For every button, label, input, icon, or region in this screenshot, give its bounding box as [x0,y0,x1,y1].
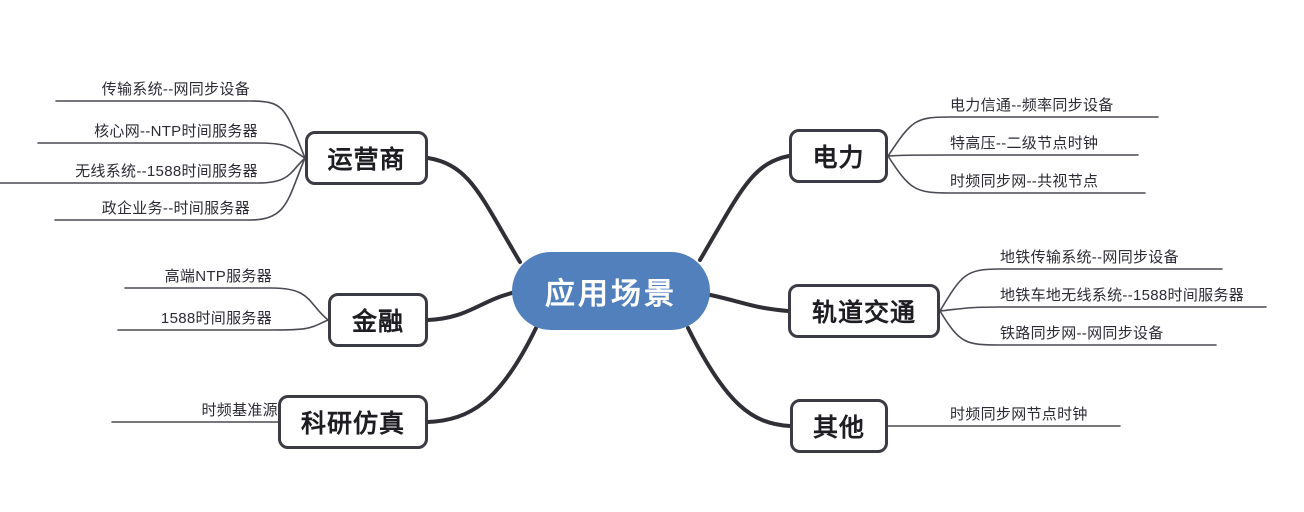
leaf-connector-power-2 [887,155,1146,194]
connector-group-leaves [0,100,1267,427]
leaf-connector-rail-1 [939,306,1267,312]
leaf-connector-power-1 [887,154,1139,157]
trunk-center-to-rail [704,292,790,313]
leaf-label-finance-0[interactable]: 高端NTP服务器 [164,268,272,285]
leaf-label-rail-1[interactable]: 地铁车地无线系统--1588时间服务器 [1000,287,1245,304]
leaf-connector-operator-1 [37,142,306,159]
branch-node-rail[interactable]: 轨道交通 [788,284,940,338]
trunk-center-to-power [698,154,791,262]
trunk-center-to-research [426,326,538,424]
leaf-connector-power-0 [887,116,1159,157]
connector-group-trunks [426,154,792,428]
branch-node-research-label: 科研仿真 [300,410,405,438]
leaf-label-operator-3[interactable]: 政企业务--时间服务器 [101,200,250,217]
center-node-label: 应用场景 [545,278,677,311]
branch-node-other-label: 其他 [812,414,865,442]
trunk-center-to-other [686,326,792,428]
leaf-connector-operator-0 [55,100,306,159]
leaf-connector-operator-2 [0,157,306,184]
leaf-connector-operator-3 [54,157,306,221]
branch-node-finance-label: 金融 [351,308,404,336]
branch-node-research[interactable]: 科研仿真 [278,395,428,449]
branch-node-rail-label: 轨道交通 [811,299,916,327]
branch-node-power-label: 电力 [812,144,865,172]
leaf-connector-finance-1 [117,319,329,331]
leaf-label-power-2[interactable]: 时频同步网--共视节点 [950,173,1099,190]
leaf-label-power-0[interactable]: 电力信通--频率同步设备 [950,97,1114,114]
branch-node-finance[interactable]: 金融 [328,293,428,347]
branch-node-power[interactable]: 电力 [789,129,888,183]
leaf-label-operator-1[interactable]: 核心网--NTP时间服务器 [94,123,258,140]
branch-node-operator[interactable]: 运营商 [305,131,428,185]
leaf-connector-finance-0 [124,287,329,321]
branch-node-other[interactable]: 其他 [790,399,888,453]
leaf-label-finance-1[interactable]: 1588时间服务器 [160,310,272,327]
center-node[interactable]: 应用场景 [512,252,710,330]
branch-node-operator-label: 运营商 [327,146,406,174]
leaf-label-operator-0[interactable]: 传输系统--网同步设备 [101,81,250,98]
trunk-center-to-operator [426,156,522,264]
leaf-label-rail-0[interactable]: 地铁传输系统--网同步设备 [1000,249,1179,266]
leaf-label-rail-2[interactable]: 铁路同步网--网同步设备 [1000,325,1164,342]
leaf-label-operator-2[interactable]: 无线系统--1588时间服务器 [75,163,258,180]
leaf-label-other-0[interactable]: 时频同步网节点时钟 [950,406,1088,423]
leaf-connector-rail-0 [939,268,1223,312]
trunk-center-to-finance [426,290,518,322]
leaf-label-power-1[interactable]: 特高压--二级节点时钟 [950,135,1099,152]
leaf-label-research-0[interactable]: 时频基准源 [201,402,278,419]
leaf-connector-rail-2 [939,310,1217,346]
